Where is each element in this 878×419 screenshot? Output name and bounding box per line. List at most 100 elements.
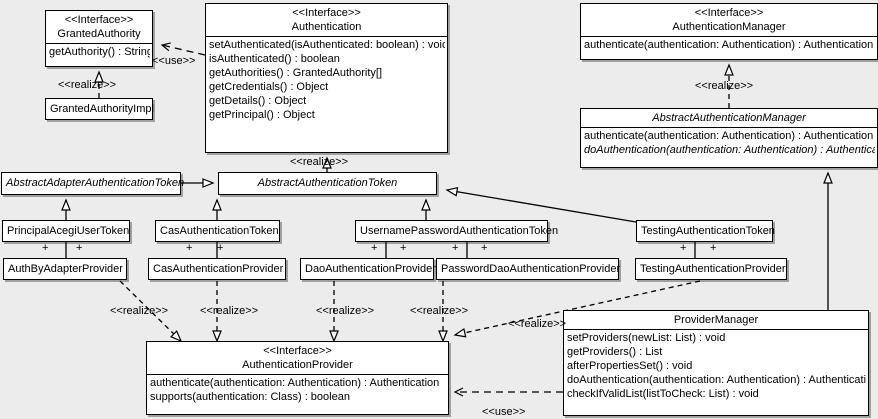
operation: isAuthenticated() : boolean (209, 53, 340, 65)
class-name: CasAuthenticationProvider (153, 263, 284, 275)
class-name: Authentication (291, 21, 362, 33)
class-name: AuthenticationManager (672, 21, 786, 33)
class-name: ProviderManager (673, 314, 759, 326)
class-operations: getAuthority() : String (46, 43, 152, 61)
class-box-principal-acegi-user-token[interactable]: PrincipalAcegiUserToken (2, 220, 130, 242)
operation: setProviders(newList: List) : void (567, 332, 726, 344)
association-mark: + (680, 242, 687, 254)
association-mark: + (217, 242, 224, 254)
class-header: TestingAuthenticationToken (637, 221, 775, 242)
class-box-dao-authentication-provider[interactable]: DaoAuthenticationProvider (300, 258, 436, 280)
class-name: PrincipalAcegiUserToken (7, 225, 130, 237)
class-name: AuthenticationProvider (242, 359, 353, 371)
edge-label-realize: <<realize>> (695, 80, 754, 92)
operation: authenticate(authentication: Authenticat… (584, 39, 874, 51)
operation: getCredentials() : Object (209, 81, 329, 93)
class-header: AbstractAdapterAuthenticationToken (2, 173, 185, 194)
class-box-granted-authority-impl[interactable]: GrantedAuthorityImpl (45, 98, 154, 120)
class-box-abstract-authentication-manager[interactable]: AbstractAuthenticationManager authentica… (580, 108, 878, 168)
class-box-granted-authority[interactable]: <<Interface>> GrantedAuthority getAuthor… (45, 10, 153, 67)
class-stereotype: <<Interface>> (263, 345, 332, 357)
edge-label-realize: <<realize>> (110, 305, 169, 317)
class-name: AbstractAuthenticationToken (257, 177, 398, 189)
association-mark: + (452, 242, 459, 254)
class-box-cas-authentication-token[interactable]: CasAuthenticationToken (155, 220, 280, 242)
association-mark: + (710, 242, 717, 254)
edge-label-realize: <<realize>> (410, 305, 469, 317)
edge-label-realize: <<realize>> (316, 305, 375, 317)
operation: checkIfValidList(listToCheck: List) : vo… (567, 388, 759, 400)
class-name: CasAuthenticationToken (160, 225, 279, 237)
operation: setAuthenticated(isAuthenticated: boolea… (209, 39, 445, 51)
class-header: TestingAuthenticationProvider (636, 259, 786, 280)
class-name: GrantedAuthority (57, 28, 141, 40)
edge-label-realize: <<realize>> (290, 156, 349, 168)
operation: getAuthority() : String (49, 46, 150, 58)
class-header: ProviderManager (564, 311, 868, 329)
class-name: AbstractAuthenticationManager (652, 112, 806, 124)
class-operations: setAuthenticated(isAuthenticated: boolea… (206, 36, 447, 124)
class-box-auth-by-adapter-provider[interactable]: AuthByAdapterProvider (3, 258, 127, 280)
class-name: AbstractAdapterAuthenticationToken (6, 177, 185, 189)
class-box-authentication[interactable]: <<Interface>> Authentication setAuthenti… (205, 3, 448, 153)
association-mark: + (371, 242, 378, 254)
class-name: DaoAuthenticationProvider (305, 263, 436, 275)
class-header: CasAuthenticationProvider (149, 259, 285, 280)
class-name: GrantedAuthorityImpl (50, 103, 154, 115)
operation: doAuthentication(authentication: Authent… (567, 374, 866, 386)
class-name: PasswordDaoAuthenticationProvider (441, 263, 621, 275)
edge-label-realize: <<realize>> (200, 305, 259, 317)
operation: doAuthentication(authentication: Authent… (584, 144, 875, 156)
class-header: <<Interface>> Authentication (206, 4, 447, 36)
class-stereotype: <<Interface>> (292, 7, 361, 19)
class-box-provider-manager[interactable]: ProviderManager setProviders(newList: Li… (563, 310, 869, 416)
class-name: TestingAuthenticationToken (641, 225, 775, 237)
edge-label-use: <<use>> (482, 406, 526, 418)
class-stereotype: <<Interface>> (64, 14, 134, 26)
operation: authenticate(authentication: Authenticat… (584, 130, 874, 142)
class-box-password-dao-authentication-provider[interactable]: PasswordDaoAuthenticationProvider (436, 258, 621, 280)
class-name: UsernamePasswordAuthenticationToken (360, 225, 559, 237)
association-mark: + (481, 242, 488, 254)
operation: getDetails() : Object (209, 95, 307, 107)
class-box-cas-authentication-provider[interactable]: CasAuthenticationProvider (148, 258, 286, 280)
class-box-authentication-manager[interactable]: <<Interface>> AuthenticationManager auth… (580, 3, 878, 60)
operation: getPrincipal() : Object (209, 109, 315, 121)
class-operations: setProviders(newList: List) : void getPr… (564, 329, 868, 403)
operation: getAuthorities() : GrantedAuthority[] (209, 67, 383, 79)
operation: supports(authentication: Class) : boolea… (150, 391, 350, 403)
class-box-testing-authentication-token[interactable]: TestingAuthenticationToken (636, 220, 775, 242)
class-header: AbstractAuthenticationToken (219, 173, 436, 194)
class-header: GrantedAuthorityImpl (46, 99, 154, 120)
edge-label-realize: <<realize>> (58, 79, 117, 91)
class-header: <<Interface>> AuthenticationManager (581, 4, 877, 36)
class-stereotype: <<Interface>> (694, 7, 764, 19)
class-header: AbstractAuthenticationManager (581, 109, 877, 127)
class-header: UsernamePasswordAuthenticationToken (356, 221, 559, 242)
class-name: AuthByAdapterProvider (8, 263, 123, 275)
class-header: CasAuthenticationToken (156, 221, 279, 242)
class-box-abstract-adapter-authentication-token[interactable]: AbstractAdapterAuthenticationToken (1, 172, 185, 195)
class-box-authentication-provider[interactable]: <<Interface>> AuthenticationProvider aut… (146, 341, 449, 415)
class-box-testing-authentication-provider[interactable]: TestingAuthenticationProvider (635, 258, 787, 280)
class-operations: authenticate(authentication: Authenticat… (581, 127, 877, 159)
association-mark: + (186, 242, 193, 254)
edge-label-realize: <<realize>> (508, 318, 567, 330)
association-mark: + (76, 242, 83, 254)
class-header: PrincipalAcegiUserToken (3, 221, 129, 242)
class-box-abstract-authentication-token[interactable]: AbstractAuthenticationToken (218, 172, 437, 195)
class-name: TestingAuthenticationProvider (640, 263, 786, 275)
association-mark: + (400, 242, 407, 254)
class-box-username-password-authentication-token[interactable]: UsernamePasswordAuthenticationToken (355, 220, 559, 242)
operation: authenticate(authentication: Authenticat… (150, 377, 440, 389)
association-mark: + (42, 242, 49, 254)
operation: afterPropertiesSet() : void (567, 360, 693, 372)
class-header: PasswordDaoAuthenticationProvider (437, 259, 621, 280)
class-header: DaoAuthenticationProvider (301, 259, 436, 280)
class-operations: authenticate(authentication: Authenticat… (581, 36, 877, 54)
class-operations: authenticate(authentication: Authenticat… (147, 374, 448, 406)
class-header: <<Interface>> GrantedAuthority (46, 11, 152, 43)
edge-label-use: <<use>> (152, 55, 196, 67)
class-header: AuthByAdapterProvider (4, 259, 126, 280)
